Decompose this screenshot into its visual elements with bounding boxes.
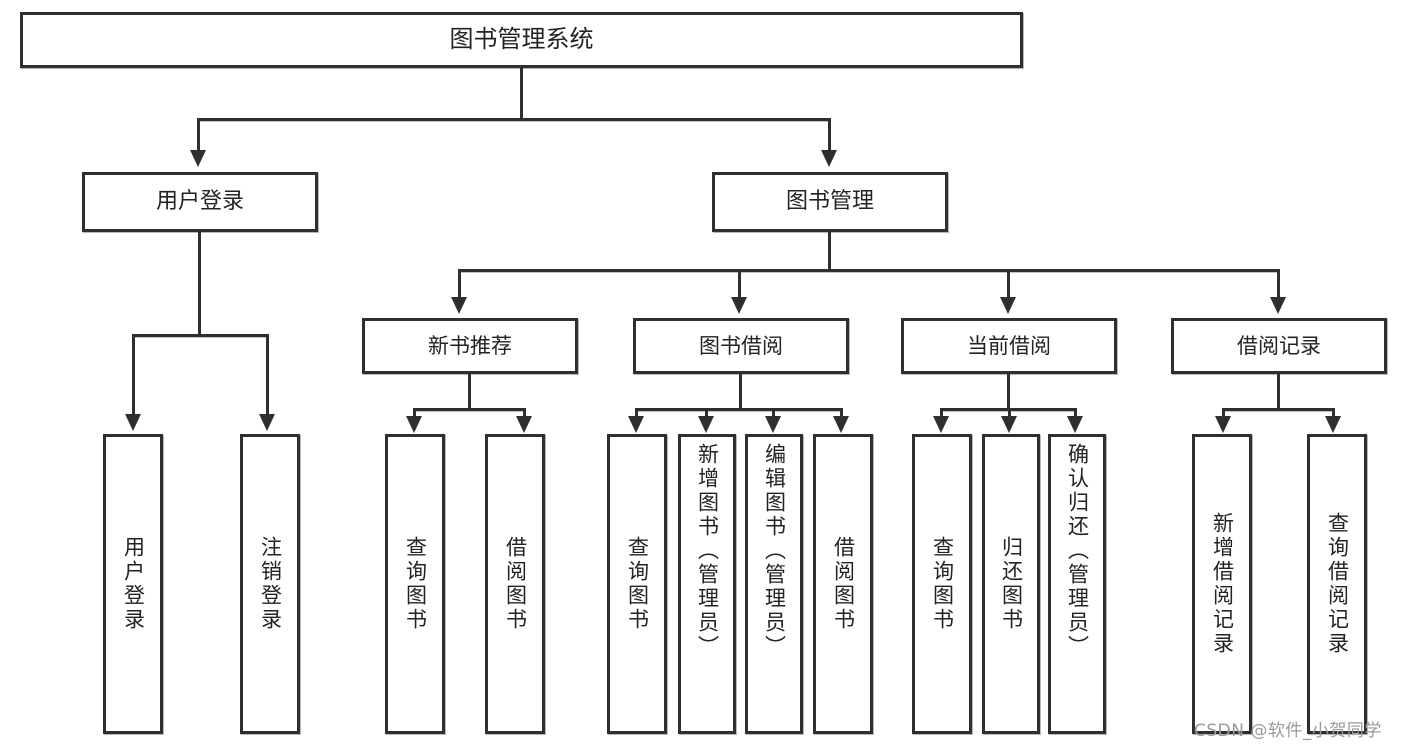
leaf-label: 借阅图书 <box>831 536 856 632</box>
arrow-book-borrow-child-1 <box>628 416 644 433</box>
watermark-text: CSDN @软件_小贺同学 <box>1194 721 1382 741</box>
connector-book-manage-bar <box>458 269 1280 272</box>
leaf-new-book-query-book[interactable]: 查询图书 <box>385 434 445 734</box>
arrow-book-manage-child-4 <box>1270 297 1286 314</box>
connector-book-borrow-child-4 <box>840 408 843 421</box>
leaf-label: 新增借阅记录 <box>1210 512 1235 656</box>
leaf-label: 借阅图书 <box>503 536 528 632</box>
connector-user-login-child-2 <box>266 334 269 416</box>
leaf-current-borrow-confirm-return-admin[interactable]: 确认归还（管理员） <box>1048 434 1106 734</box>
connector-book-borrow-stem <box>739 374 742 411</box>
connector-borrow-record-bar <box>1222 408 1335 411</box>
connector-root-stem <box>520 68 523 119</box>
leaf-book-borrow-add-book-admin[interactable]: 新增图书（管理员） <box>678 434 736 734</box>
leaf-user-login-logout[interactable]: 注销登录 <box>240 434 300 734</box>
arrow-book-manage-child-3 <box>1000 297 1016 314</box>
leaf-label: 用户登录 <box>121 536 146 632</box>
arrow-user-login-child-2 <box>259 414 275 431</box>
node-label: 当前借阅 <box>967 333 1051 358</box>
arrow-current-borrow-child-2 <box>1001 416 1017 433</box>
node-label: 借阅记录 <box>1237 333 1321 358</box>
arrow-new-book-child-1 <box>406 416 422 433</box>
arrow-current-borrow-child-3 <box>1067 416 1083 433</box>
leaf-label: 归还图书 <box>999 536 1024 632</box>
arrow-current-borrow-child-1 <box>933 416 949 433</box>
node-label: 用户登录 <box>155 189 244 215</box>
arrow-book-borrow-child-4 <box>833 416 849 433</box>
node-label: 图书管理 <box>785 189 874 215</box>
arrow-borrow-record-child-2 <box>1325 416 1341 433</box>
node-book-management[interactable]: 图书管理 <box>712 172 948 232</box>
connector-root-to-user-login <box>197 118 200 152</box>
arrow-root-to-book-manage <box>821 150 837 167</box>
connector-new-book-child-1 <box>413 408 416 421</box>
leaf-label: 查询借阅记录 <box>1325 512 1350 656</box>
connector-new-book-child-2 <box>523 408 526 421</box>
connector-book-manage-child-1 <box>458 269 461 299</box>
arrow-book-manage-child-2 <box>731 297 747 314</box>
connector-book-manage-stem <box>828 232 831 272</box>
leaf-book-borrow-edit-book-admin[interactable]: 编辑图书（管理员） <box>745 434 803 734</box>
leaf-book-borrow-borrow-book[interactable]: 借阅图书 <box>813 434 873 734</box>
connector-book-borrow-bar <box>635 408 843 411</box>
leaf-borrow-record-add-record[interactable]: 新增借阅记录 <box>1192 434 1252 734</box>
connector-borrow-record-stem <box>1277 374 1280 411</box>
node-label: 图书管理系统 <box>449 25 594 54</box>
leaf-user-login-login[interactable]: 用户登录 <box>103 434 163 734</box>
connector-current-borrow-child-3 <box>1074 408 1077 421</box>
connector-book-manage-child-2 <box>738 269 741 299</box>
leaf-borrow-record-query-record[interactable]: 查询借阅记录 <box>1307 434 1367 734</box>
connector-book-borrow-child-1 <box>635 408 638 421</box>
connector-user-login-stem <box>198 232 201 336</box>
node-borrow-record[interactable]: 借阅记录 <box>1171 318 1387 374</box>
connector-book-borrow-child-2 <box>705 408 708 421</box>
arrow-borrow-record-child-1 <box>1215 416 1231 433</box>
leaf-current-borrow-query-book[interactable]: 查询图书 <box>912 434 972 734</box>
connector-user-login-bar <box>132 334 269 337</box>
arrow-book-borrow-child-3 <box>765 416 781 433</box>
connector-root-to-book-manage <box>828 118 831 152</box>
leaf-book-borrow-query-book[interactable]: 查询图书 <box>607 434 667 734</box>
connector-current-borrow-child-2 <box>1008 408 1011 421</box>
node-current-borrow[interactable]: 当前借阅 <box>901 318 1117 374</box>
leaf-label: 注销登录 <box>258 536 283 632</box>
node-label: 新书推荐 <box>428 333 512 358</box>
arrow-new-book-child-2 <box>516 416 532 433</box>
arrow-user-login-child-1 <box>125 414 141 431</box>
node-label: 图书借阅 <box>699 333 783 358</box>
leaf-current-borrow-return-book[interactable]: 归还图书 <box>982 434 1040 734</box>
leaf-label: 确认归还（管理员） <box>1065 443 1090 659</box>
connector-user-login-child-1 <box>132 334 135 416</box>
connector-borrow-record-child-2 <box>1332 408 1335 421</box>
leaf-label: 查询图书 <box>625 536 650 632</box>
node-root-system[interactable]: 图书管理系统 <box>20 12 1023 68</box>
connector-current-borrow-child-1 <box>940 408 943 421</box>
connector-book-manage-child-4 <box>1277 269 1280 299</box>
connector-book-borrow-child-3 <box>772 408 775 421</box>
leaf-label: 查询图书 <box>930 536 955 632</box>
arrow-book-manage-child-1 <box>451 297 467 314</box>
arrow-book-borrow-child-2 <box>698 416 714 433</box>
connector-current-borrow-stem <box>1007 374 1010 411</box>
arrow-root-to-user-login <box>190 150 206 167</box>
connector-book-manage-child-3 <box>1007 269 1010 299</box>
node-new-book-recommend[interactable]: 新书推荐 <box>362 318 578 374</box>
leaf-label: 新增图书（管理员） <box>695 443 720 659</box>
connector-borrow-record-child-1 <box>1222 408 1225 421</box>
node-user-login[interactable]: 用户登录 <box>82 172 318 232</box>
leaf-label: 查询图书 <box>403 536 428 632</box>
leaf-label: 编辑图书（管理员） <box>762 443 787 659</box>
connector-root-bar <box>197 118 831 121</box>
node-book-borrow[interactable]: 图书借阅 <box>633 318 849 374</box>
leaf-new-book-borrow-book[interactable]: 借阅图书 <box>485 434 545 734</box>
connector-new-book-stem <box>468 374 471 411</box>
connector-new-book-bar <box>413 408 526 411</box>
